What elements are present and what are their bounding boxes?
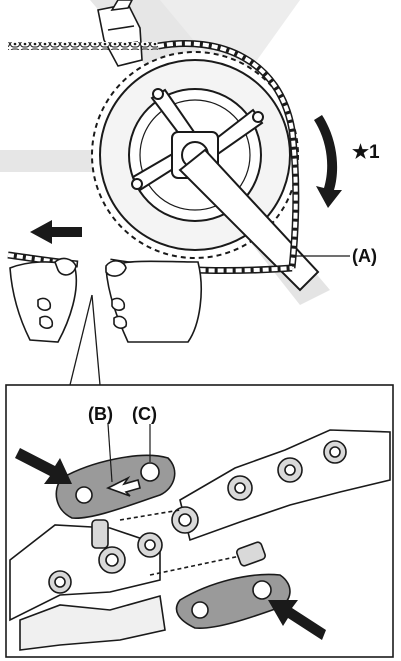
link-c-label: (C) <box>132 404 157 424</box>
hands-icon <box>10 259 201 342</box>
chainring-label: (A) <box>352 246 377 266</box>
star-note-label: ★1 <box>352 142 380 163</box>
rotation-arrow-icon <box>314 115 342 208</box>
pull-arrow-icon <box>30 220 82 244</box>
link-b-label: (B) <box>88 404 113 424</box>
